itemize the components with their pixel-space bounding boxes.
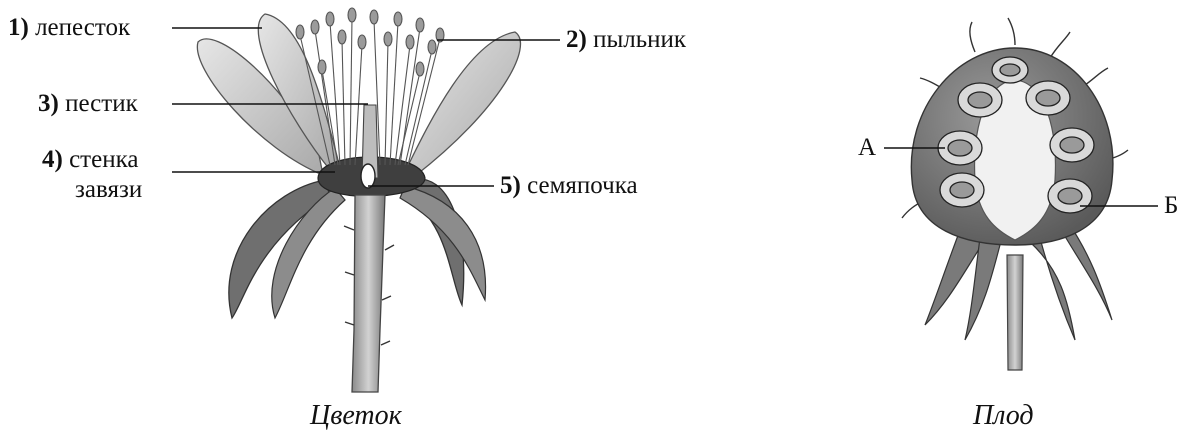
label-ovule-number: 5) (500, 172, 521, 199)
flower-drawing (197, 8, 520, 392)
ovule (361, 164, 375, 188)
caption-fruit: Плод (973, 400, 1034, 432)
label-anther-text: пыльник (593, 26, 686, 53)
label-ovary-wall-text-2: завязи (75, 176, 142, 203)
label-anther: 2) пыльник (566, 26, 686, 54)
label-ovary-wall-number: 4) (42, 146, 63, 173)
label-ovule-text: семяпочка (527, 172, 638, 199)
label-anther-number: 2) (566, 26, 587, 53)
fruit-stalk (1007, 255, 1023, 370)
label-petal: 1) лепесток (8, 14, 130, 42)
label-ovary-wall-text: стенка (69, 146, 138, 173)
label-pistil: 3) пестик (38, 90, 138, 118)
label-petal-number: 1) (8, 14, 29, 41)
fruit-drawing (902, 18, 1128, 370)
label-a: А (858, 134, 876, 162)
label-ovule: 5) семяпочка (500, 172, 638, 200)
label-ovary-wall: 4) стенка (42, 146, 138, 174)
label-pistil-text: пестик (65, 90, 138, 117)
stem (352, 195, 385, 392)
label-pistil-number: 3) (38, 90, 59, 117)
label-b: Б (1164, 192, 1178, 220)
label-petal-text: лепесток (35, 14, 130, 41)
label-ovary-wall-line2: завязи (75, 176, 142, 204)
petal-right (405, 32, 520, 176)
caption-flower: Цветок (310, 400, 402, 432)
